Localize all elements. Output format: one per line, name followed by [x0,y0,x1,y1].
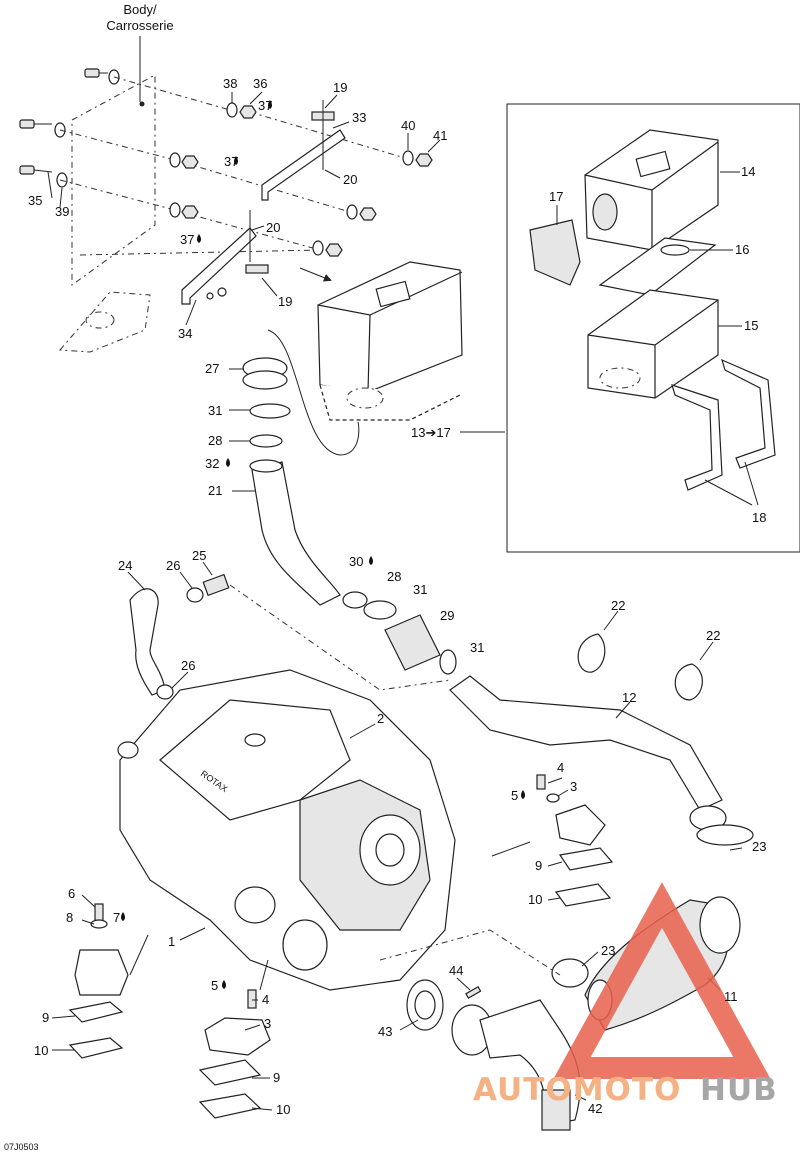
callout-30: 30 [349,554,363,569]
callout-7: 7 [113,910,120,925]
callout-18: 18 [752,510,766,525]
callout-labels: 35 39 38 36 37 37 37 19 33 20 20 19 34 4… [4,76,766,1152]
callout-43: 43 [378,1024,392,1039]
callout-8: 8 [66,910,73,925]
hose-24-group [127,561,451,700]
body-mount-group: Body/ Carrosserie [19,2,441,353]
callout-12: 12 [622,690,636,705]
callout-39: 39 [55,204,69,219]
callout-3a: 3 [570,779,577,794]
drop-icon [197,234,201,243]
callout-37b: 37 [224,154,238,169]
callout-26a: 26 [166,558,180,573]
callout-20a: 20 [343,172,357,187]
callout-33: 33 [352,110,366,125]
callout-29: 29 [440,608,454,623]
callout-36: 36 [253,76,267,91]
callout-41: 41 [433,128,447,143]
callout-25: 25 [192,548,206,563]
callout-42: 42 [588,1101,602,1116]
drop-icon [121,912,125,921]
watermark-logo: AUTOMOTO HUB [473,882,778,1108]
callout-23b: 23 [601,943,615,958]
callout-6: 6 [68,886,75,901]
callout-22a: 22 [611,598,625,613]
callout-9b: 9 [42,1010,49,1025]
callout-26b: 26 [181,658,195,673]
body-label-line1: Body/ [123,2,157,17]
engine-mount-left [51,894,149,1059]
drop-icon [369,556,373,565]
callout-22b: 22 [706,628,720,643]
callout-16: 16 [735,242,749,257]
callout-31b: 31 [413,582,427,597]
callout-32: 32 [205,456,219,471]
callout-23a: 23 [752,839,766,854]
drop-icon [521,790,525,799]
callout-2: 2 [377,711,384,726]
callout-37c: 37 [180,232,194,247]
callout-11: 11 [724,989,738,1004]
callout-13-17: 13➔17 [411,425,451,440]
engine-assembly: ROTAX [117,669,456,991]
callout-20b: 20 [266,220,280,235]
callout-27: 27 [205,361,219,376]
watermark-prefix: AUTOMOTO [473,1072,681,1108]
callout-4b: 4 [262,992,269,1007]
bolt-35-39-set [19,68,120,188]
engine-mount-right [491,774,614,907]
callout-10c: 10 [276,1102,290,1117]
callout-14: 14 [741,164,755,179]
callout-9c: 9 [273,1070,280,1085]
drop-icon [222,980,226,989]
callout-1: 1 [168,934,175,949]
callout-31c: 31 [470,640,484,655]
callout-28b: 28 [387,569,401,584]
callout-40: 40 [401,118,415,133]
callout-17: 17 [549,189,563,204]
drop-icon [234,156,238,165]
callout-38: 38 [223,76,237,91]
drop-icon [226,458,230,467]
drop-icon [268,100,272,109]
callout-19a: 19 [333,80,347,95]
callout-3b: 3 [264,1016,271,1031]
callout-37a: 37 [258,98,272,113]
callout-35: 35 [28,193,42,208]
clamps-22 [577,610,714,701]
outlet-group [379,929,587,1131]
air-silencer-assembly [267,261,463,456]
callout-10a: 10 [528,892,542,907]
callout-10b: 10 [34,1043,48,1058]
callout-24: 24 [118,558,132,573]
engine-mount-center [198,959,273,1119]
callout-9a: 9 [535,858,542,873]
callout-21: 21 [208,483,222,498]
callout-31a: 31 [208,403,222,418]
callout-4a: 4 [557,760,564,775]
air-duct-12 [449,675,727,831]
watermark-suffix: HUB [700,1072,778,1108]
callout-15: 15 [744,318,758,333]
body-label-line2: Carrosserie [106,18,173,33]
callout-34: 34 [178,326,192,341]
diagram-code: 07J0503 [4,1142,39,1152]
callout-5a: 5 [511,788,518,803]
callout-28a: 28 [208,433,222,448]
oil-drop-icons [121,100,525,989]
intake-hose-group [229,357,457,675]
watermark-triangle [553,882,771,1079]
callout-44: 44 [449,963,463,978]
silencer-exploded-panel [460,103,800,553]
callout-19b: 19 [278,294,292,309]
callout-5b: 5 [211,978,218,993]
